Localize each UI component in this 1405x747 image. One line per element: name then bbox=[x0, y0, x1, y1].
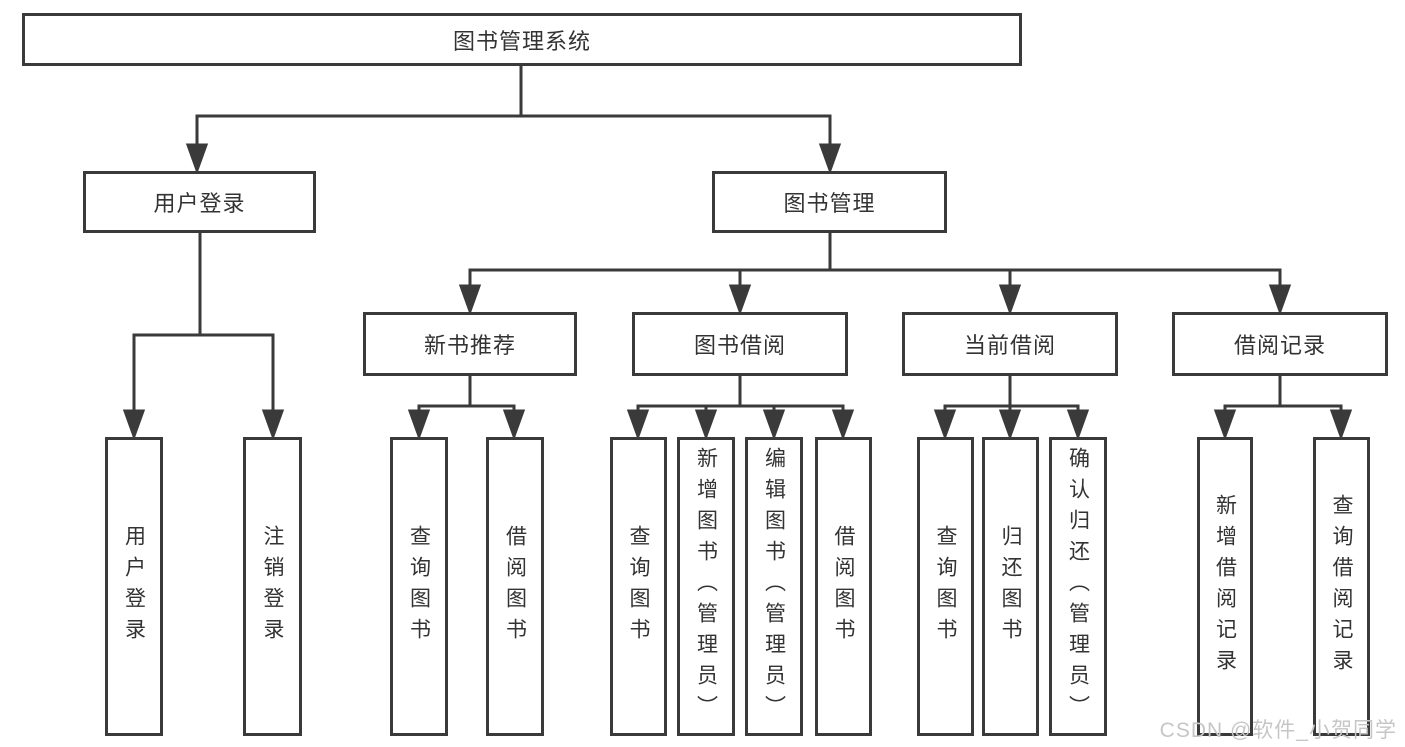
leaf-query-borrow-record: 查询借阅记录 bbox=[1313, 437, 1370, 736]
arrowhead bbox=[728, 284, 752, 316]
leaf-add-borrow-record-label: 新增借阅记录 bbox=[1213, 493, 1237, 680]
leaf-query-books-current-label: 查询图书 bbox=[934, 524, 957, 649]
leaf-borrow-books-label: 借阅图书 bbox=[832, 524, 855, 649]
leaf-return-book-label: 归还图书 bbox=[999, 524, 1022, 649]
arrowhead bbox=[818, 143, 842, 175]
arrowhead bbox=[1268, 284, 1292, 316]
node-book-management-label: 图书管理 bbox=[783, 191, 876, 216]
arrowhead bbox=[1329, 409, 1353, 441]
leaf-borrow-books-recommend: 借阅图书 bbox=[486, 437, 544, 736]
arrowhead bbox=[762, 409, 786, 441]
node-root-library-system: 图书管理系统 bbox=[22, 13, 1022, 66]
connector-borrow-records bbox=[1223, 376, 1343, 416]
arrowhead bbox=[502, 409, 526, 441]
node-new-book-recommend-label: 新书推荐 bbox=[423, 333, 516, 358]
leaf-add-borrow-record: 新增借阅记录 bbox=[1197, 437, 1253, 736]
leaf-edit-book-admin: 编辑图书（管理员） bbox=[745, 437, 803, 736]
leaf-query-books-borrow-label: 查询图书 bbox=[627, 524, 650, 649]
leaf-logout: 注销登录 bbox=[243, 437, 302, 736]
connector-new-book-recommend bbox=[417, 376, 516, 416]
arrowhead bbox=[1066, 409, 1090, 441]
connector-book-management bbox=[468, 233, 1282, 291]
csdn-watermark: CSDN @软件_小贺同学 bbox=[1159, 719, 1397, 742]
leaf-confirm-return-admin: 确认归还（管理员） bbox=[1049, 437, 1107, 736]
connector-root bbox=[195, 66, 832, 150]
node-current-borrow-label: 当前借阅 bbox=[963, 333, 1056, 358]
node-book-borrow: 图书借阅 bbox=[632, 312, 848, 376]
arrowhead bbox=[185, 143, 209, 175]
arrowhead bbox=[122, 409, 146, 441]
node-user-login: 用户登录 bbox=[83, 171, 316, 233]
node-current-borrow: 当前借阅 bbox=[902, 312, 1118, 376]
connector-user-login bbox=[132, 233, 275, 416]
leaf-edit-book-admin-label: 编辑图书（管理员） bbox=[762, 447, 786, 726]
leaf-confirm-return-admin-label: 确认归还（管理员） bbox=[1066, 447, 1090, 726]
arrowhead bbox=[933, 409, 957, 441]
node-root-label: 图书管理系统 bbox=[452, 28, 591, 54]
leaf-query-borrow-record-label: 查询借阅记录 bbox=[1330, 493, 1353, 680]
arrowhead bbox=[261, 409, 285, 441]
leaf-add-book-admin-label: 新增图书（管理员） bbox=[694, 447, 718, 726]
node-user-login-label: 用户登录 bbox=[153, 191, 246, 216]
leaf-query-books-current: 查询图书 bbox=[917, 437, 974, 736]
arrowhead bbox=[694, 409, 718, 441]
leaf-user-login-label: 用户登录 bbox=[122, 524, 146, 649]
node-borrow-records-label: 借阅记录 bbox=[1233, 333, 1326, 358]
node-borrow-records: 借阅记录 bbox=[1172, 312, 1388, 376]
leaf-query-books-recommend: 查询图书 bbox=[390, 437, 448, 736]
arrowhead bbox=[407, 409, 431, 441]
leaf-return-book: 归还图书 bbox=[982, 437, 1039, 736]
leaf-borrow-books-recommend-label: 借阅图书 bbox=[503, 524, 527, 649]
node-new-book-recommend: 新书推荐 bbox=[363, 312, 577, 376]
leaf-add-book-admin: 新增图书（管理员） bbox=[677, 437, 735, 736]
leaf-user-login: 用户登录 bbox=[105, 437, 163, 736]
arrowhead bbox=[831, 409, 855, 441]
arrowhead bbox=[1213, 409, 1237, 441]
arrowhead bbox=[626, 409, 650, 441]
arrowhead bbox=[998, 409, 1022, 441]
leaf-logout-label: 注销登录 bbox=[261, 524, 284, 649]
arrowhead bbox=[458, 284, 482, 316]
leaf-borrow-books: 借阅图书 bbox=[815, 437, 872, 736]
leaf-query-books-borrow: 查询图书 bbox=[610, 437, 667, 736]
node-book-management: 图书管理 bbox=[712, 171, 947, 233]
node-book-borrow-label: 图书借阅 bbox=[693, 333, 786, 358]
connector-book-borrow bbox=[636, 376, 845, 416]
arrowhead bbox=[998, 284, 1022, 316]
leaf-query-books-recommend-label: 查询图书 bbox=[407, 524, 431, 649]
